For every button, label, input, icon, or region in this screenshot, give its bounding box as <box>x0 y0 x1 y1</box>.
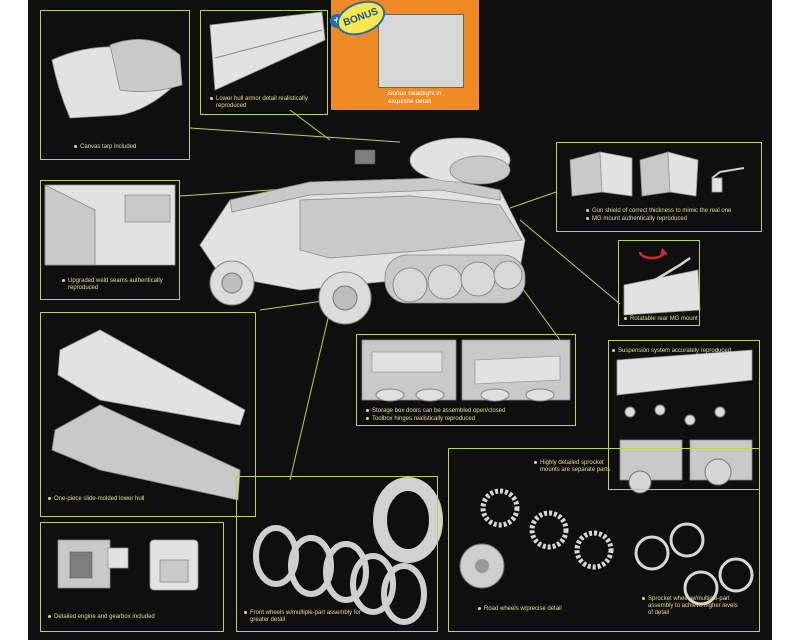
panel-gun-shield <box>556 142 762 232</box>
panel-front-wheels <box>236 476 438 632</box>
bonus-headlight-photo <box>378 14 464 88</box>
armor-part <box>209 11 326 91</box>
panel-suspension <box>608 340 760 490</box>
bullet-icon <box>624 316 627 320</box>
caption-weld-seams: Upgraded weld seams authentically reprod… <box>68 278 163 291</box>
road-wheel-parts <box>459 488 754 606</box>
front-wheel-parts <box>253 477 443 625</box>
bullet-icon <box>586 216 589 220</box>
leader-rear-mg <box>519 219 621 305</box>
panel-rear-mg <box>618 240 700 326</box>
lower-hull-parts <box>51 329 246 501</box>
bullet-icon <box>244 610 247 614</box>
leader-gun-shield <box>509 191 557 209</box>
caption-suspension: Suspension system accurately reproduced <box>618 348 732 354</box>
caption-gun-shield: Gun shield of correct thickness to mimic… <box>592 208 732 214</box>
gun-shield-parts <box>569 151 745 197</box>
caption-mg-mount: MG mount authentically reproduced <box>592 216 688 222</box>
caption-rear-mg: Rotatable rear MG mount <box>630 316 698 322</box>
bullet-icon <box>612 348 615 352</box>
bullet-icon <box>74 144 77 148</box>
bullet-icon <box>586 208 589 212</box>
bullet-icon <box>642 596 645 600</box>
caption-storage-doors: Storage box doors can be assembled open/… <box>372 408 506 414</box>
bullet-icon <box>62 278 65 282</box>
panel-road-wheels <box>448 448 760 632</box>
caption-canvas-tarp: Canvas tarp included <box>80 144 137 150</box>
caption-sprocket-mounts: Highly detailed sprocket mounts are sepa… <box>540 460 611 473</box>
panel-storage-doors <box>356 334 576 426</box>
storage-door-parts <box>361 339 571 402</box>
weld-part <box>44 184 176 266</box>
leader-lower-hull <box>259 299 331 311</box>
leader-tarp <box>189 127 401 143</box>
rear-mg-part <box>623 248 701 316</box>
panel-lower-hull <box>40 312 256 517</box>
halftrack-model <box>199 137 526 325</box>
caption-engine: Detailed engine and gearbox included <box>54 614 155 620</box>
caption-lower-hull: One-piece slide-molded lower hull <box>54 496 145 502</box>
tarp-part <box>51 39 183 119</box>
caption-front-wheels: Front wheels w/multiple-part assembly fo… <box>250 610 361 623</box>
bullet-icon <box>478 606 481 610</box>
caption-toolbox-hinges: Toolbox hinges realistically reproduced <box>372 416 476 422</box>
bullet-icon <box>48 496 51 500</box>
bullet-icon <box>534 460 537 464</box>
bullet-icon <box>210 96 213 100</box>
panel-engine <box>40 522 224 632</box>
leader-front-wheels <box>289 309 331 481</box>
caption-sprocket-wheel: Sprocket wheel w/multiple-part assembly … <box>648 596 738 616</box>
panel-canvas-tarp <box>40 10 190 160</box>
bullet-icon <box>48 614 51 618</box>
engine-parts <box>57 539 199 591</box>
panel-lower-hull-armor <box>200 10 328 115</box>
suspension-parts <box>616 349 753 494</box>
leader-armor <box>289 109 331 141</box>
bullet-icon <box>366 408 369 412</box>
bullet-icon <box>366 416 369 420</box>
caption-road-wheels: Road wheels w/precise detail <box>484 606 562 612</box>
panel-weld-seams <box>40 180 180 300</box>
bonus-caption: Bonus headlight in exquisite detail <box>388 90 442 105</box>
caption-lower-hull-armor: Lower hull armor detail realistically re… <box>216 96 308 109</box>
